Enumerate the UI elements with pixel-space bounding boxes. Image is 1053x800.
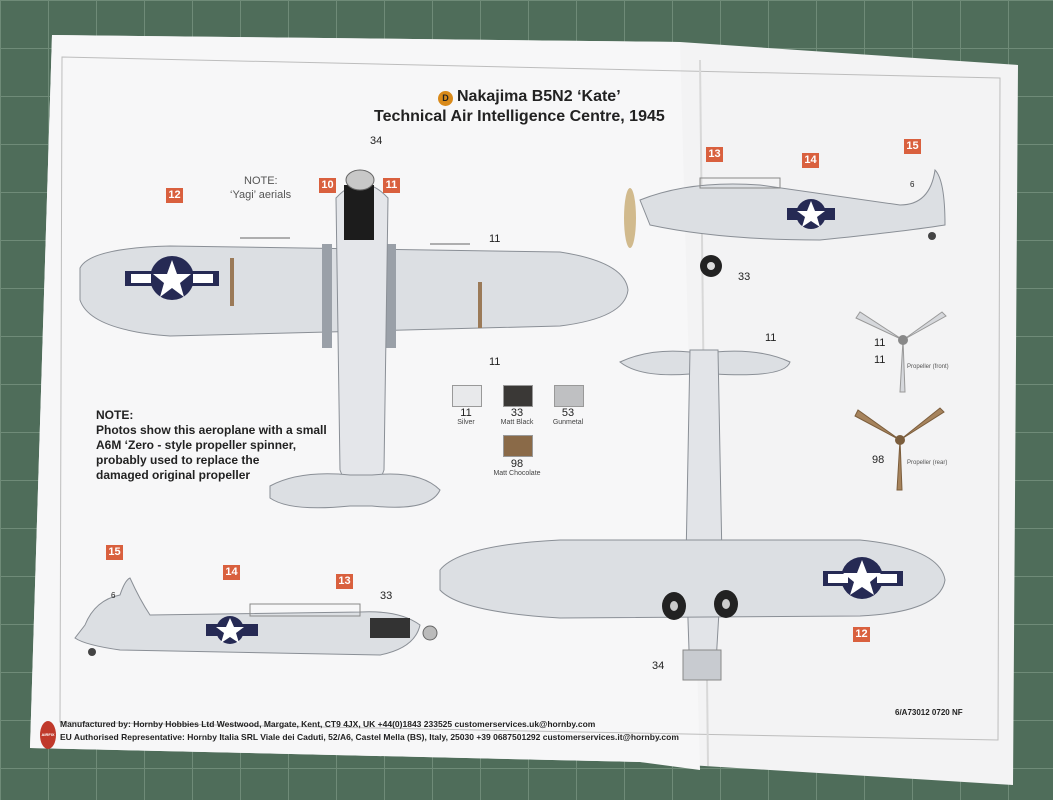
propeller-note-line: A6M ‘Zero - style propeller spinner, bbox=[96, 438, 297, 452]
paint-name: Matt Black bbox=[500, 419, 534, 426]
paint-swatch-matt-chocolate bbox=[503, 435, 533, 457]
propeller-note-line: probably used to replace the bbox=[96, 453, 260, 467]
decal-callout: 13 bbox=[336, 574, 353, 589]
paint-ref: 11 bbox=[765, 332, 777, 344]
paint-ref: 11 bbox=[489, 356, 501, 368]
aircraft-title: Nakajima B5N2 ‘Kate’ bbox=[457, 88, 621, 105]
decal-callout: 14 bbox=[223, 565, 240, 580]
paint-ref: 11 bbox=[874, 337, 886, 349]
paint-ref: 98 bbox=[872, 454, 885, 466]
paint-number: 33 bbox=[510, 407, 524, 419]
paint-swatch-silver bbox=[452, 385, 482, 407]
tail-code: 6 bbox=[111, 591, 116, 600]
paint-ref: 34 bbox=[370, 135, 383, 147]
decal-callout: 15 bbox=[106, 545, 123, 560]
yagi-note-title: NOTE: bbox=[244, 175, 278, 187]
propeller-note-line: damaged original propeller bbox=[96, 468, 251, 482]
version-badge: D bbox=[438, 91, 453, 106]
decal-callout: 12 bbox=[166, 188, 183, 203]
paint-name: Silver bbox=[457, 419, 475, 426]
paint-ref: 33 bbox=[380, 590, 393, 602]
paint-number: 11 bbox=[460, 407, 472, 419]
paint-number: 98 bbox=[510, 458, 524, 470]
decal-callout: 14 bbox=[802, 153, 819, 168]
paint-ref: 34 bbox=[652, 660, 665, 672]
decal-callout: 13 bbox=[706, 147, 723, 162]
decal-callout: 10 bbox=[319, 178, 336, 193]
decal-callout: 12 bbox=[853, 627, 870, 642]
paint-swatch-matt-black bbox=[503, 385, 533, 407]
sheet-code: 6/A73012 0720 NF bbox=[895, 708, 963, 717]
aircraft-subtitle: Technical Air Intelligence Centre, 1945 bbox=[374, 108, 665, 125]
decal-callout: 15 bbox=[904, 139, 921, 154]
paint-ref: 33 bbox=[738, 271, 751, 283]
airfix-logo: AIRFIX bbox=[40, 721, 56, 749]
eu-representative-text: EU Authorised Representative: Hornby Ita… bbox=[60, 732, 679, 742]
propeller-note-line: Photos show this aeroplane with a small bbox=[96, 423, 327, 437]
manufacturer-text: Manufactured by: Hornby Hobbies Ltd West… bbox=[60, 719, 596, 729]
paint-swatch-gunmetal bbox=[554, 385, 584, 407]
paint-ref: 11 bbox=[489, 233, 501, 245]
yagi-note-text: ‘Yagi’ aerials bbox=[230, 189, 292, 201]
decal-callout: 11 bbox=[383, 178, 400, 193]
propeller-rear-drawing bbox=[854, 407, 945, 491]
propeller-front-drawing bbox=[855, 311, 947, 393]
propeller-front-label: Propeller (front) bbox=[907, 364, 949, 370]
paint-name: Gunmetal bbox=[552, 419, 584, 426]
paint-name: Matt Chocolate bbox=[493, 470, 541, 477]
paint-number: 53 bbox=[561, 407, 575, 419]
propeller-rear-label: Propeller (rear) bbox=[907, 460, 948, 466]
propeller-note-title: NOTE: bbox=[96, 408, 134, 422]
paint-ref: 11 bbox=[874, 354, 886, 366]
tail-code: 6 bbox=[910, 180, 915, 189]
